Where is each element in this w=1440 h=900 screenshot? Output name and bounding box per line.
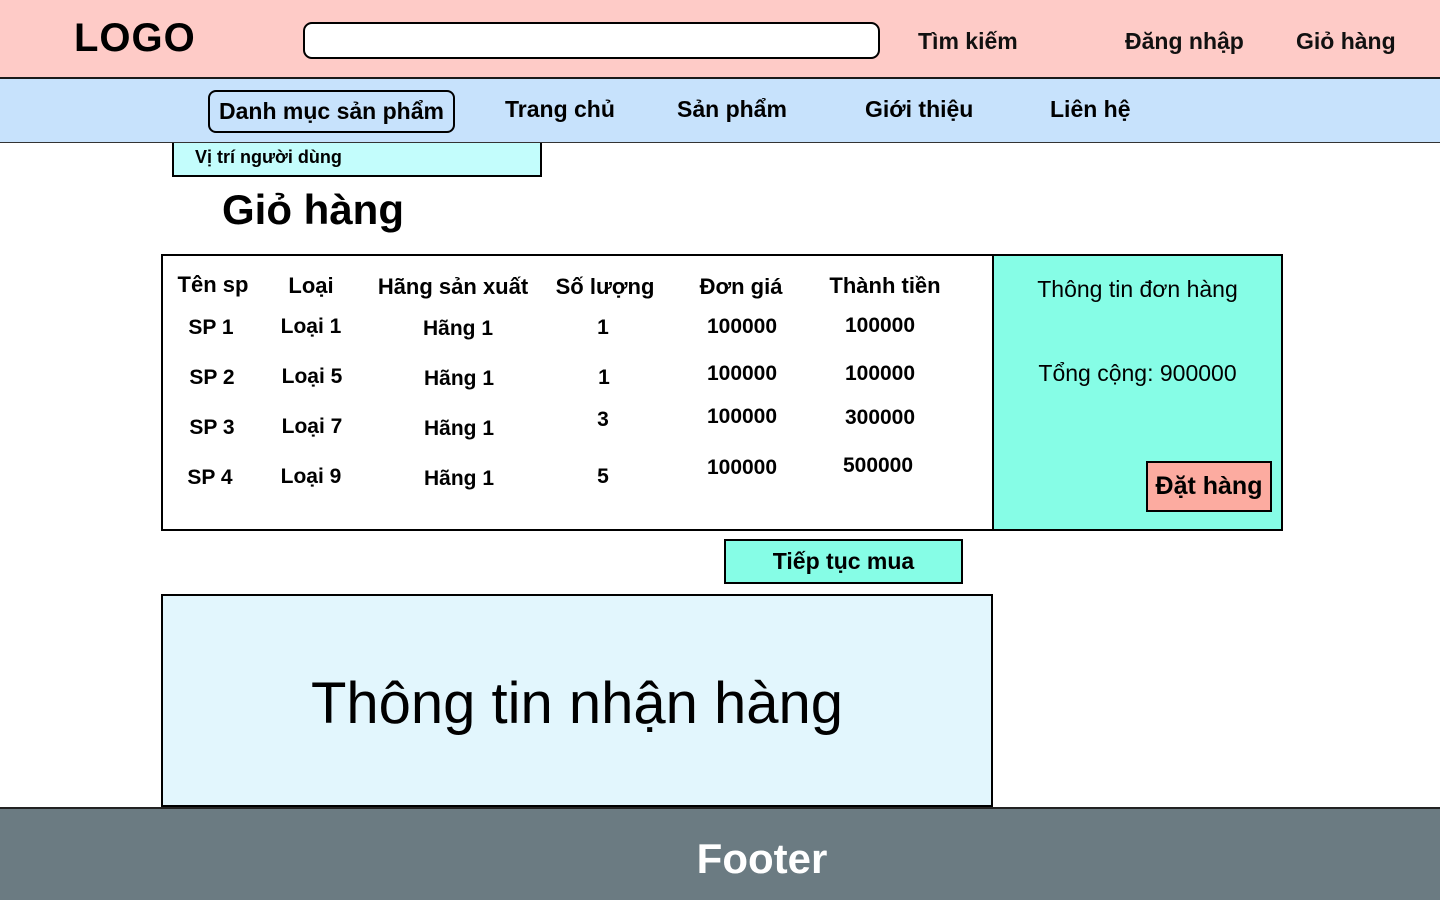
table-cell: Loại 9: [280, 465, 342, 488]
login-link[interactable]: Đăng nhập: [1125, 28, 1244, 54]
table-cell: 100000: [706, 405, 778, 428]
table-cell: 100000: [844, 314, 916, 337]
footer-label: Footer: [696, 835, 828, 882]
table-cell: SP 1: [188, 316, 234, 339]
table-cell: 100000: [706, 362, 778, 385]
search-input[interactable]: [303, 22, 880, 59]
page-title: Giỏ hàng: [222, 186, 404, 233]
cart-link[interactable]: Giỏ hàng: [1296, 28, 1396, 54]
column-header-manufacturer: Hãng sản xuất: [377, 274, 529, 299]
table-cell: Loại 5: [281, 365, 343, 388]
order-total: Tổng cộng: 900000: [1038, 360, 1237, 386]
nav-item-products[interactable]: Sản phẩm: [677, 96, 787, 122]
breadcrumb: Vị trí người dùng: [172, 143, 542, 177]
search-button[interactable]: Tìm kiếm: [918, 28, 1018, 54]
table-cell: SP 4: [187, 466, 233, 489]
table-cell: 5: [597, 465, 609, 488]
table-cell: 500000: [842, 454, 914, 477]
table-cell: Hãng 1: [423, 467, 495, 490]
table-cell: 3: [597, 408, 609, 431]
table-cell: Loại 1: [280, 315, 342, 338]
table-cell: 100000: [706, 315, 778, 338]
logo[interactable]: LOGO: [74, 16, 196, 60]
table-cell: SP 2: [189, 366, 235, 389]
place-order-button[interactable]: Đặt hàng: [1146, 461, 1272, 512]
column-header-quantity: Số lượng: [555, 274, 655, 299]
category-menu-button[interactable]: Danh mục sản phẩm: [208, 90, 455, 133]
table-cell: Hãng 1: [423, 367, 495, 390]
table-cell: 100000: [706, 456, 778, 479]
shipping-info-section: Thông tin nhận hàng: [161, 594, 993, 807]
nav-item-home[interactable]: Trang chủ: [505, 96, 615, 122]
column-header-name: Tên sp: [177, 272, 249, 297]
header-bar: LOGO Tìm kiếm Đăng nhập Giỏ hàng: [0, 0, 1440, 79]
table-cell: Hãng 1: [422, 317, 494, 340]
column-header-type: Loại: [288, 273, 334, 298]
table-cell: SP 3: [189, 416, 235, 439]
nav-item-contact[interactable]: Liên hệ: [1050, 96, 1131, 122]
table-cell: 300000: [844, 406, 916, 429]
footer: Footer: [0, 807, 1440, 900]
table-cell: Hãng 1: [423, 417, 495, 440]
order-summary-panel: Thông tin đơn hàng Tổng cộng: 900000 Đặt…: [992, 254, 1283, 531]
order-summary-title: Thông tin đơn hàng: [1037, 276, 1238, 302]
nav-item-about[interactable]: Giới thiệu: [865, 96, 974, 122]
table-cell: Loại 7: [281, 415, 343, 438]
cart-table: Tên sp Loại Hãng sản xuất Số lượng Đơn g…: [161, 254, 994, 531]
table-cell: 1: [597, 316, 609, 339]
column-header-total: Thành tiền: [829, 273, 941, 298]
shipping-info-title: Thông tin nhận hàng: [310, 671, 844, 736]
main-nav: Danh mục sản phẩm Trang chủ Sản phẩm Giớ…: [0, 79, 1440, 143]
continue-shopping-button[interactable]: Tiếp tục mua: [724, 539, 963, 584]
column-header-unit-price: Đơn giá: [699, 274, 783, 299]
table-cell: 1: [598, 366, 610, 389]
table-cell: 100000: [844, 362, 916, 385]
